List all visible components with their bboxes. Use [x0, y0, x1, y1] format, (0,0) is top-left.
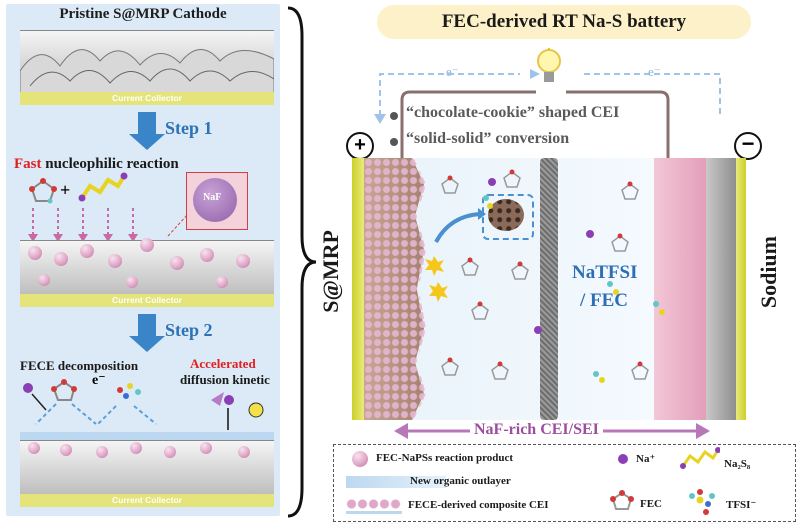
product-sphere — [130, 442, 142, 454]
legend-na-ion-icon — [618, 454, 628, 464]
cathode-side-label: S@MRP — [318, 230, 343, 313]
legend-na2s8-label: Na₂S₈ — [724, 458, 751, 470]
naf-label: NaF — [203, 192, 222, 203]
pristine-surface-texture-icon — [19, 49, 275, 94]
fast-word: Fast — [14, 156, 42, 172]
current-collector-3: Current Collector — [20, 494, 274, 507]
fece-decomposition-text: FECE decomposition — [20, 358, 139, 373]
legend-product-label: FEC-NaPSs reaction product — [376, 452, 514, 464]
current-collector-2: Current Collector — [20, 294, 274, 307]
bullet-text-1: “chocolate-cookie” shaped CEI — [406, 104, 620, 121]
cathode-collector — [352, 158, 364, 420]
anode-side-label: Sodium — [756, 236, 781, 309]
legend-composite-icon — [346, 497, 402, 514]
naf-particle — [193, 178, 237, 222]
bullet-text-2: “solid-solid” conversion — [406, 130, 570, 147]
plus-sign: + — [60, 180, 71, 200]
legend-fec-label: FEC — [640, 498, 662, 510]
legend-fec-icon — [610, 490, 634, 510]
bullet-dot-2 — [390, 138, 398, 146]
product-sphere — [28, 442, 40, 454]
organic-outlayer — [20, 432, 274, 440]
pristine-surface — [19, 30, 275, 94]
electrolyte-label-1: NaTFSI — [572, 262, 638, 283]
sodium-anode — [706, 158, 736, 420]
electrolyte-molecules-icon — [425, 169, 665, 383]
conversion-arrow-icon — [434, 208, 486, 243]
legend-outlayer-label: New organic outlayer — [410, 475, 511, 487]
fec-molecule-icon — [29, 178, 57, 204]
negative-terminal-icon: − — [734, 132, 762, 160]
deposition-arrows-icon — [28, 208, 188, 242]
curly-brace-icon — [287, 6, 317, 518]
legend-composite-label: FECE-derived composite CEI — [408, 499, 549, 511]
chocolate-cookie-icon — [488, 199, 524, 231]
electron-label-left: e⁻ — [92, 373, 106, 388]
electron-flow-left: e⁻ — [446, 64, 459, 79]
step1-arrow-shaft — [138, 112, 156, 134]
product-sphere — [238, 446, 250, 458]
step1-label: Step 1 — [165, 118, 213, 138]
product-sphere — [38, 274, 50, 286]
step1-arrow-icon — [129, 134, 165, 150]
electrolyte-label-2: / FEC — [580, 290, 629, 311]
product-sphere — [200, 248, 214, 262]
product-sphere — [60, 444, 72, 456]
legend-outlayer-icon — [346, 476, 446, 488]
product-sphere — [216, 276, 228, 288]
sei-layer — [654, 158, 706, 420]
product-sphere — [200, 442, 212, 454]
product-sphere — [164, 446, 176, 458]
na2s8-molecule-icon — [78, 172, 128, 202]
minus-terminal-label: − — [741, 131, 755, 156]
nucleophilic-reaction-text: Fast nucleophilic reaction — [14, 156, 179, 173]
plus-terminal-label: + — [354, 134, 366, 156]
step2-molecules-icon — [23, 379, 264, 430]
positive-terminal-icon: + — [346, 132, 374, 160]
current-collector-1: Current Collector — [20, 92, 274, 105]
external-circuit-icon — [374, 69, 721, 164]
cathode-spheres — [364, 158, 426, 420]
product-sphere — [170, 256, 184, 270]
step2-label: Step 2 — [165, 320, 213, 340]
cookie-cei-box — [482, 194, 534, 240]
electron-flow-right: e⁻ — [648, 64, 661, 79]
diffusion-kinetic-text: diffusion kinetic — [180, 372, 270, 387]
legend-na-ion-label: Na⁺ — [636, 453, 656, 465]
product-sphere — [28, 246, 42, 260]
product-sphere — [54, 252, 68, 266]
legend-na2s8-icon — [680, 447, 720, 469]
nucleophilic-suffix: nucleophilic reaction — [41, 156, 179, 172]
separator — [540, 158, 558, 420]
legend-product-icon — [352, 451, 368, 467]
battery-title: FEC-derived RT Na-S battery — [377, 5, 751, 39]
product-sphere — [126, 276, 138, 288]
bullet-dot-1 — [390, 112, 398, 120]
product-sphere — [96, 446, 108, 458]
step2-arrow-shaft — [138, 314, 156, 336]
left-panel-title: Pristine S@MRP Cathode — [59, 6, 227, 22]
product-sphere — [108, 254, 122, 268]
anode-collector — [736, 158, 746, 420]
light-bulb-icon — [537, 48, 561, 82]
legend-tfsi-label: TFSI⁻ — [726, 499, 757, 511]
product-sphere — [80, 244, 94, 258]
legend-tfsi-icon — [689, 489, 715, 515]
product-sphere — [140, 238, 154, 252]
accelerated-text: Accelerated — [190, 356, 256, 371]
interphase-label: NaF-rich CEI/SEI — [470, 421, 603, 439]
product-sphere — [236, 254, 250, 268]
composite-cei-surface — [20, 440, 274, 495]
step2-arrow-icon — [129, 336, 165, 352]
